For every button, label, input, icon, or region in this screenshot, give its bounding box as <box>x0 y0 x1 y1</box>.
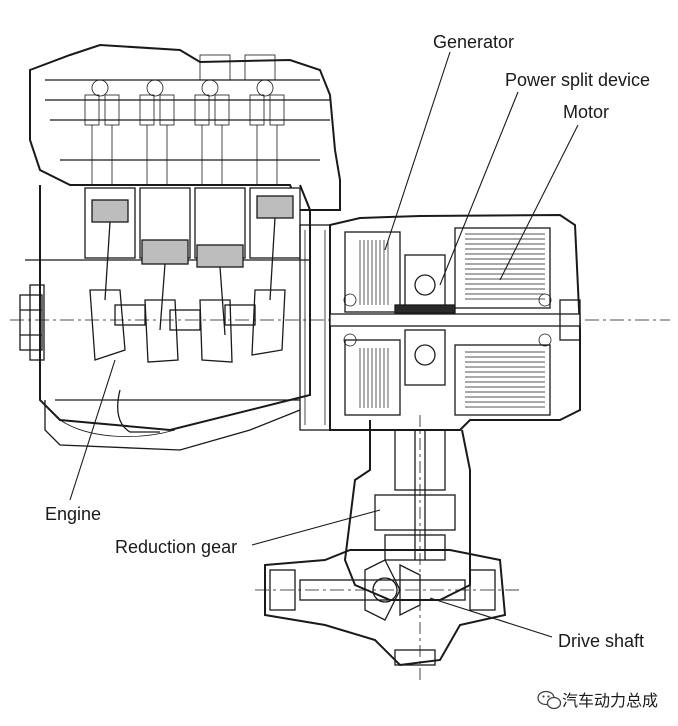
leader-generator <box>384 51 451 251</box>
leader-lines <box>69 51 579 638</box>
leader-drive-shaft <box>429 597 553 638</box>
watermark: 汽车动力总成 <box>537 690 658 710</box>
label-power-split-device: Power split device <box>505 70 650 90</box>
label-generator: Generator <box>433 32 514 52</box>
leader-motor <box>499 124 579 281</box>
label-reduction-gear: Reduction gear <box>115 537 237 557</box>
label-motor: Motor <box>563 102 609 122</box>
label-drive-shaft: Drive shaft <box>558 631 644 651</box>
watermark-text: 汽车动力总成 <box>562 691 658 710</box>
reduction-gear-drawing <box>343 415 471 680</box>
leader-engine <box>69 359 116 501</box>
engine-drawing <box>10 43 670 451</box>
leader-reduction-gear <box>251 509 381 546</box>
differential-drawing <box>255 549 520 667</box>
transaxle-drawing <box>329 213 581 431</box>
label-engine: Engine <box>45 504 101 524</box>
wechat-icon <box>537 690 562 710</box>
leader-power-split-device <box>439 91 519 286</box>
